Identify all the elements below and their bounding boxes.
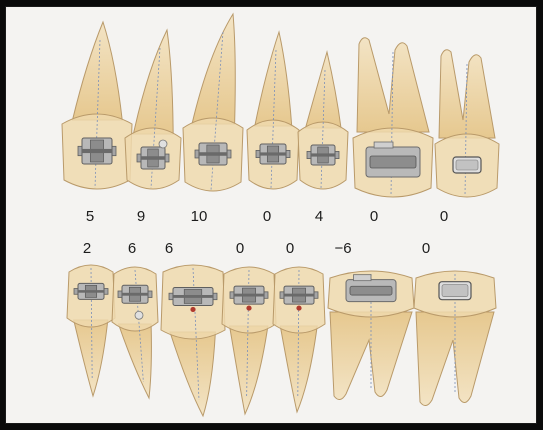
lower-value-lateral-incisor: 6 — [128, 240, 136, 257]
upper-bracket-central-incisor — [78, 138, 116, 164]
upper-tooth-lateral-incisor — [125, 30, 181, 189]
upper-tooth-first-molar — [353, 38, 433, 197]
lower-value-first-molar: −6 — [334, 240, 351, 257]
lower-bracket-canine — [169, 287, 217, 305]
upper-bracket-canine — [195, 143, 231, 165]
upper-value-central-incisor: 5 — [86, 208, 94, 225]
lower-tooth-first-molar — [328, 271, 414, 400]
lower-bracket-central-incisor — [74, 283, 108, 299]
lower-value-central-incisor: 2 — [83, 240, 91, 257]
lower-bracket-first-premolar — [230, 286, 268, 304]
lower-tooth-second-molar — [414, 271, 496, 406]
upper-tooth-canine — [183, 14, 243, 191]
hook-ball — [159, 140, 167, 148]
upper-value-canine: 10 — [191, 208, 208, 225]
lower-tooth-first-premolar — [222, 267, 276, 414]
upper-bracket-first-premolar — [256, 144, 290, 164]
upper-value-second-premolar: 4 — [315, 208, 323, 225]
upper-value-lateral-incisor: 9 — [137, 208, 145, 225]
upper-bracket-second-molar — [453, 157, 481, 173]
figure-panel: 5 9 10 0 4 0 0 2 6 6 0 0 −6 0 — [5, 6, 537, 424]
upper-tooth-central-incisor — [62, 22, 132, 189]
lower-bracket-second-molar — [439, 282, 471, 300]
upper-value-first-premolar: 0 — [263, 208, 271, 225]
lower-value-first-premolar: 0 — [236, 240, 244, 257]
upper-tooth-second-premolar — [298, 52, 348, 189]
lower-bracket-lateral-incisor — [118, 285, 152, 303]
red-dot — [190, 307, 195, 312]
lower-bracket-second-premolar — [280, 286, 318, 304]
lower-value-second-premolar: 0 — [286, 240, 294, 257]
lower-tooth-second-premolar — [273, 267, 325, 412]
red-dot — [246, 305, 251, 310]
lower-tooth-canine — [161, 265, 225, 416]
upper-tooth-second-molar — [435, 50, 499, 197]
hook-ball — [135, 311, 143, 319]
lower-value-second-molar: 0 — [422, 240, 430, 257]
upper-bracket-first-molar — [366, 142, 420, 177]
upper-bracket-lateral-incisor — [137, 147, 169, 169]
lower-value-canine: 6 — [165, 240, 173, 257]
upper-bracket-second-premolar — [307, 145, 339, 165]
red-dot — [296, 305, 301, 310]
upper-tooth-first-premolar — [247, 32, 299, 189]
upper-value-second-molar: 0 — [440, 208, 448, 225]
upper-value-first-molar: 0 — [370, 208, 378, 225]
lower-tooth-lateral-incisor — [112, 267, 158, 398]
lower-tooth-central-incisor — [67, 265, 115, 396]
